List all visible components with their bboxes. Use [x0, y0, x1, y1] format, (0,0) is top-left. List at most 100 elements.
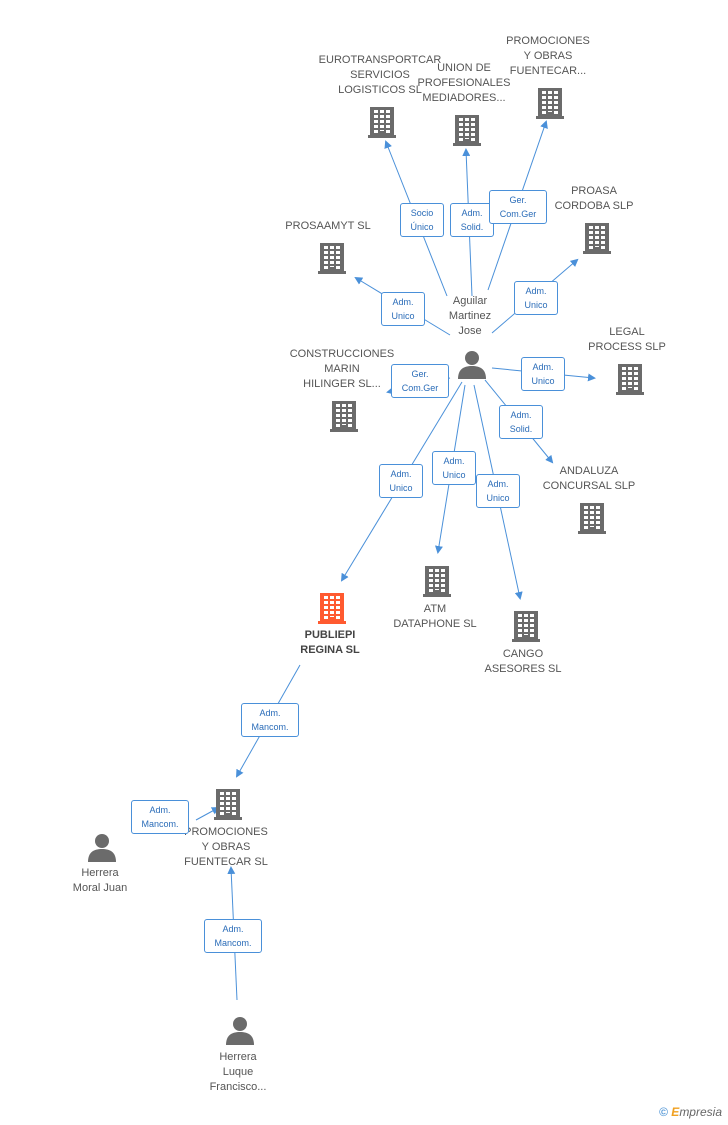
relation-badge-r12[interactable]: Adm. Mancom.	[241, 703, 299, 737]
label-line: FUENTECAR SL	[184, 856, 268, 868]
relation-text: Adm.	[390, 469, 412, 479]
relation-edge-r13	[195, 807, 220, 821]
relation-text: Solid.	[460, 222, 484, 232]
building-icon[interactable]	[316, 240, 348, 279]
building-icon[interactable]	[316, 590, 348, 629]
relation-text: Solid.	[509, 424, 533, 434]
building-icon[interactable]	[421, 563, 453, 602]
relation-badge-r4[interactable]: Adm.Unico	[381, 292, 425, 326]
label-line: Martinez	[448, 310, 492, 322]
label-line: PROASA	[571, 185, 617, 197]
relation-text: Unico	[531, 376, 555, 386]
label-line: ATM	[423, 603, 447, 615]
label-line: Y OBRAS	[201, 841, 251, 853]
empresia-watermark: © Empresia	[659, 1105, 722, 1119]
company-label-publiepi[interactable]: PUBLIEPI REGINA SL	[300, 628, 360, 658]
relation-badge-r5[interactable]: Adm. Unico	[514, 281, 558, 315]
relation-text: Unico	[442, 470, 466, 480]
label-line: PROMOCIONES	[184, 826, 268, 838]
company-label-prosaamyt[interactable]: PROSAAMYT SL	[285, 219, 370, 234]
relation-badge-r2[interactable]: Adm.Solid.	[450, 203, 494, 237]
label-line: Y OBRAS	[523, 50, 573, 62]
copyright-symbol: ©	[659, 1105, 668, 1119]
relation-text: Ger.	[509, 195, 527, 205]
building-icon[interactable]	[328, 398, 360, 437]
relation-text: Unico	[486, 493, 510, 503]
relation-text: Mancom.	[141, 819, 179, 829]
label-line: EUROTRANSPORTCAR	[318, 54, 442, 66]
building-icon[interactable]	[614, 361, 646, 400]
building-icon[interactable]	[534, 85, 566, 124]
label-line: MEDIADORES...	[422, 92, 506, 104]
label-line: UNION DE	[437, 62, 491, 74]
relation-text: Ger.	[411, 369, 429, 379]
relation-text: Adm.	[222, 924, 244, 934]
building-icon[interactable]	[366, 104, 398, 143]
relation-text: Adm.	[487, 479, 509, 489]
relation-badge-r6[interactable]: Adm. Unico	[521, 357, 565, 391]
building-icon[interactable]	[212, 786, 244, 825]
label-line: PROFESIONALES	[417, 77, 511, 89]
relation-text: Unico	[389, 483, 413, 493]
label-line: FUENTECAR...	[509, 65, 587, 77]
label-line: Luque	[222, 1066, 254, 1078]
company-label-union-profesionales[interactable]: UNION DE PROFESIONALES MEDIADORES...	[418, 61, 511, 106]
relation-text: Adm.	[510, 410, 532, 420]
label-line: CONCURSAL SLP	[542, 480, 636, 492]
company-label-construcciones[interactable]: CONSTRUCCIONES MARIN HILINGER SL...	[290, 347, 395, 392]
label-line: CONSTRUCCIONES	[289, 348, 395, 360]
label-line: REGINA SL	[300, 644, 360, 656]
building-icon[interactable]	[576, 500, 608, 539]
relation-badge-r11[interactable]: Adm. Unico	[476, 474, 520, 508]
relation-text: Unico	[524, 300, 548, 310]
label-line: PUBLIEPI	[304, 629, 356, 641]
company-label-promociones-bottom[interactable]: PROMOCIONES Y OBRAS FUENTECAR SL	[184, 825, 268, 870]
person-icon[interactable]	[87, 832, 117, 867]
building-icon[interactable]	[581, 220, 613, 259]
label-line: Aguilar	[452, 295, 488, 307]
brand-name: mpresia	[679, 1105, 722, 1119]
relation-text: Adm.	[149, 805, 171, 815]
label-line: HILINGER SL...	[303, 378, 381, 390]
relation-badge-r14[interactable]: Adm.Mancom.	[204, 919, 262, 953]
label-line: DATAPHONE SL	[393, 618, 477, 630]
relation-badge-r8[interactable]: Adm. Solid.	[499, 405, 543, 439]
relation-text: Socio	[410, 208, 434, 218]
person-icon[interactable]	[225, 1015, 255, 1050]
label-line: MARIN	[324, 363, 360, 375]
relation-badge-r7[interactable]: Ger. Com.Ger	[391, 364, 449, 398]
building-icon[interactable]	[510, 608, 542, 647]
relation-text: Adm.	[532, 362, 554, 372]
relation-text: Adm.	[525, 286, 547, 296]
relation-text: Unico	[391, 311, 415, 321]
label-line: Herrera	[81, 867, 119, 879]
label-line: SERVICIOS	[350, 69, 410, 81]
relation-text: Mancom.	[251, 722, 289, 732]
relation-text: Com.Ger	[499, 209, 537, 219]
label-line: CANGO	[502, 648, 544, 660]
relation-badge-r9[interactable]: Adm. Unico	[379, 464, 423, 498]
company-label-atm[interactable]: ATM DATAPHONE SL	[393, 602, 476, 632]
relation-text: Adm.	[259, 708, 281, 718]
relation-badge-r13[interactable]: Adm. Mancom.	[131, 800, 189, 834]
label-line: PROSAAMYT SL	[285, 220, 371, 232]
relation-text: Com.Ger	[401, 383, 439, 393]
relation-text: Único	[410, 222, 434, 232]
relation-badge-r10[interactable]: Adm.Unico	[432, 451, 476, 485]
brand-initial: E	[671, 1105, 680, 1119]
label-line: Jose	[458, 325, 482, 337]
person-icon[interactable]	[457, 349, 487, 384]
building-icon[interactable]	[451, 112, 483, 151]
label-line: Francisco...	[209, 1081, 267, 1093]
relation-badge-r3[interactable]: Ger. Com.Ger	[489, 190, 547, 224]
